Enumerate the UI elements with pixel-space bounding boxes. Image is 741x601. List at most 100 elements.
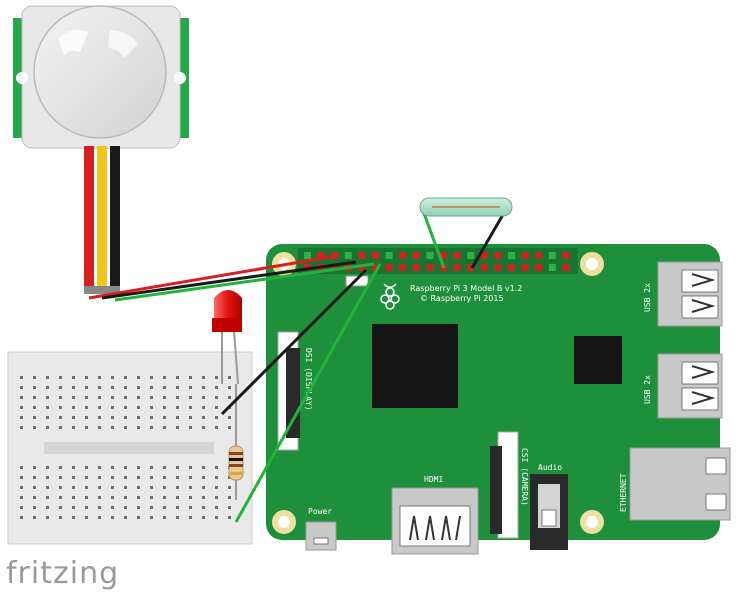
breadboard-hole (98, 406, 101, 409)
breadboard-hole (150, 516, 153, 519)
breadboard-hole (98, 516, 101, 519)
breadboard-hole (111, 376, 114, 379)
breadboard-hole (33, 376, 36, 379)
gpio-pin (426, 252, 434, 259)
gpio-pin (494, 252, 502, 259)
breadboard-hole (33, 506, 36, 509)
gpio-pin (548, 264, 556, 271)
breadboard-hole (85, 486, 88, 489)
usb-bottom-label: USB 2x (643, 375, 652, 404)
breadboard-hole (72, 386, 75, 389)
breadboard-hole (98, 376, 101, 379)
breadboard-hole (72, 426, 75, 429)
reed-switch (419, 197, 513, 269)
breadboard-hole (163, 516, 166, 519)
breadboard-hole (111, 386, 114, 389)
pir-lead-yellow (97, 146, 107, 286)
breadboard-hole (189, 396, 192, 399)
breadboard-hole (150, 426, 153, 429)
breadboard-hole (124, 466, 127, 469)
breadboard-hole (85, 416, 88, 419)
breadboard-hole (111, 476, 114, 479)
breadboard-hole (189, 376, 192, 379)
breadboard-hole (215, 506, 218, 509)
breadboard-hole (163, 486, 166, 489)
breadboard-hole (46, 416, 49, 419)
raspberry-pi-board: Raspberry Pi 3 Model B v1.2 © Raspberry … (266, 244, 731, 555)
breadboard-hole (124, 476, 127, 479)
breadboard-hole (215, 486, 218, 489)
breadboard-hole (176, 376, 179, 379)
breadboard-hole (46, 476, 49, 479)
usb-port-top: USB 2x (643, 261, 723, 327)
breadboard-hole (150, 406, 153, 409)
breadboard-hole (85, 376, 88, 379)
breadboard-hole (59, 496, 62, 499)
breadboard-hole (46, 466, 49, 469)
breadboard-hole (20, 416, 23, 419)
breadboard-hole (215, 396, 218, 399)
breadboard-hole (176, 396, 179, 399)
gpio-pin (562, 252, 570, 259)
breadboard-hole (163, 406, 166, 409)
breadboard-hole (33, 516, 36, 519)
fritzing-watermark: fritzing (6, 556, 120, 591)
breadboard-hole (59, 386, 62, 389)
breadboard-hole (150, 506, 153, 509)
audio-label: Audio (538, 463, 562, 472)
breadboard-hole (20, 516, 23, 519)
breadboard-hole (20, 396, 23, 399)
breadboard-hole (59, 506, 62, 509)
breadboard-hole (137, 426, 140, 429)
breadboard-hole (150, 386, 153, 389)
breadboard-hole (33, 476, 36, 479)
breadboard-hole (124, 486, 127, 489)
hdmi-port: HDMI (391, 475, 479, 555)
breadboard-hole (137, 486, 140, 489)
red-led (212, 290, 242, 385)
breadboard-hole (20, 506, 23, 509)
breadboard-hole (176, 406, 179, 409)
breadboard-hole (202, 396, 205, 399)
breadboard-hole (215, 516, 218, 519)
breadboard-hole (137, 416, 140, 419)
board-name: Raspberry Pi 3 Model B v1.2 (410, 284, 522, 293)
dsi-label: DSI (DISPLAY) (304, 348, 313, 411)
breadboard-hole (111, 426, 114, 429)
board-copyright: © Raspberry Pi 2015 (420, 294, 504, 303)
breadboard-hole (189, 516, 192, 519)
breadboard-hole (137, 386, 140, 389)
breadboard-hole (176, 466, 179, 469)
breadboard-hole (137, 496, 140, 499)
hdmi-label: HDMI (424, 475, 443, 484)
breadboard-hole (215, 406, 218, 409)
gpio-pin (453, 252, 461, 259)
breadboard-hole (20, 466, 23, 469)
breadboard-hole (20, 386, 23, 389)
breadboard-hole (98, 466, 101, 469)
breadboard-hole (150, 396, 153, 399)
gpio-pin (426, 264, 434, 271)
breadboard-hole (46, 486, 49, 489)
breadboard-hole (189, 426, 192, 429)
breadboard-hole (215, 426, 218, 429)
breadboard-hole (59, 516, 62, 519)
breadboard-hole (202, 476, 205, 479)
gpio-pin (521, 252, 529, 259)
breadboard-hole (85, 386, 88, 389)
breadboard-hole (111, 516, 114, 519)
breadboard-hole (33, 416, 36, 419)
breadboard-hole (72, 406, 75, 409)
breadboard-hole (33, 386, 36, 389)
breadboard-hole (228, 506, 231, 509)
gpio-pin (480, 264, 488, 271)
breadboard-hole (189, 466, 192, 469)
breadboard-hole (111, 506, 114, 509)
pir-dome (33, 5, 167, 139)
breadboard-holes (20, 376, 231, 519)
breadboard-hole (189, 496, 192, 499)
breadboard-hole (228, 396, 231, 399)
csi-camera-connector: CSI (CAMERA) (490, 431, 529, 539)
breadboard-hole (98, 416, 101, 419)
breadboard-hole (72, 416, 75, 419)
